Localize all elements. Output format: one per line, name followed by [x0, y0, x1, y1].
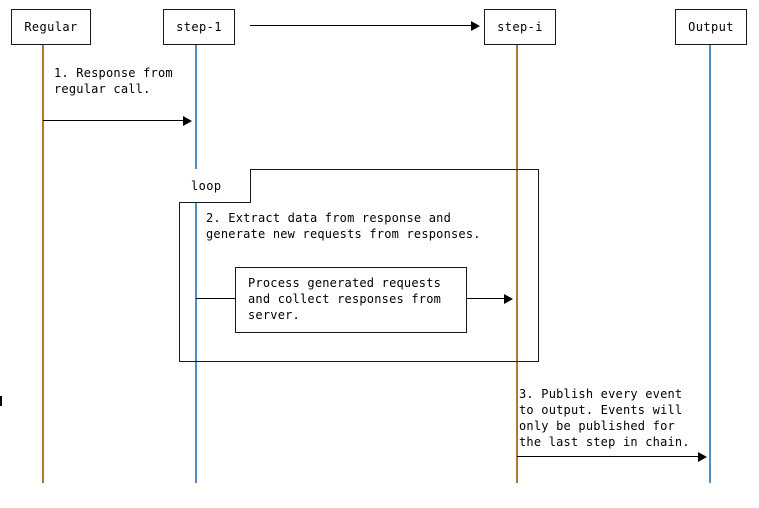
- image-edge-artifact: [0, 396, 2, 406]
- lifeline-output: [709, 45, 711, 483]
- note-box-process: Process generated requests and collect r…: [235, 267, 467, 333]
- loop-operator-text: loop: [191, 178, 222, 193]
- participant-step-1-label: step-1: [176, 20, 222, 34]
- loop-fragment-label: loop: [179, 169, 251, 203]
- message-2-process-arrowhead: [504, 294, 513, 304]
- loop-fragment: [179, 169, 539, 362]
- participant-output-label: Output: [688, 20, 734, 34]
- message-1-response-line: [43, 120, 184, 121]
- participant-output[interactable]: Output: [675, 9, 747, 45]
- message-1-response-arrowhead: [183, 116, 192, 126]
- participant-step-i-label: step-i: [497, 20, 543, 34]
- lifeline-step-i: [516, 45, 518, 483]
- participant-regular-label: Regular: [24, 20, 78, 34]
- participant-regular[interactable]: Regular: [11, 9, 91, 45]
- message-header-chain-line: [250, 25, 472, 26]
- message-header-chain-arrowhead: [471, 21, 480, 31]
- lifeline-regular: [42, 45, 44, 483]
- note-publish-line-3: only be published for: [519, 419, 675, 433]
- note-response-line-1: 1. Response from: [54, 66, 173, 80]
- participant-step-1[interactable]: step-1: [163, 9, 235, 45]
- note-box-process-text: Process generated requests and collect r…: [248, 276, 442, 322]
- lifeline-step-1: [195, 45, 197, 483]
- participant-step-i[interactable]: step-i: [484, 9, 556, 45]
- message-2-process-line-left: [196, 298, 236, 299]
- note-publish-line-1: 3. Publish every event: [519, 387, 683, 401]
- note-publish-line-4: the last step in chain.: [519, 435, 690, 449]
- note-extract-line-2: generate new requests from responses.: [206, 227, 481, 241]
- message-3-publish-arrowhead: [698, 452, 707, 462]
- message-3-publish-line: [517, 456, 699, 457]
- message-2-process-line-right: [467, 298, 505, 299]
- note-publish-line-2: to output. Events will: [519, 403, 683, 417]
- note-response-line-2: regular call.: [54, 82, 151, 96]
- note-extract-line-1: 2. Extract data from response and: [206, 211, 452, 225]
